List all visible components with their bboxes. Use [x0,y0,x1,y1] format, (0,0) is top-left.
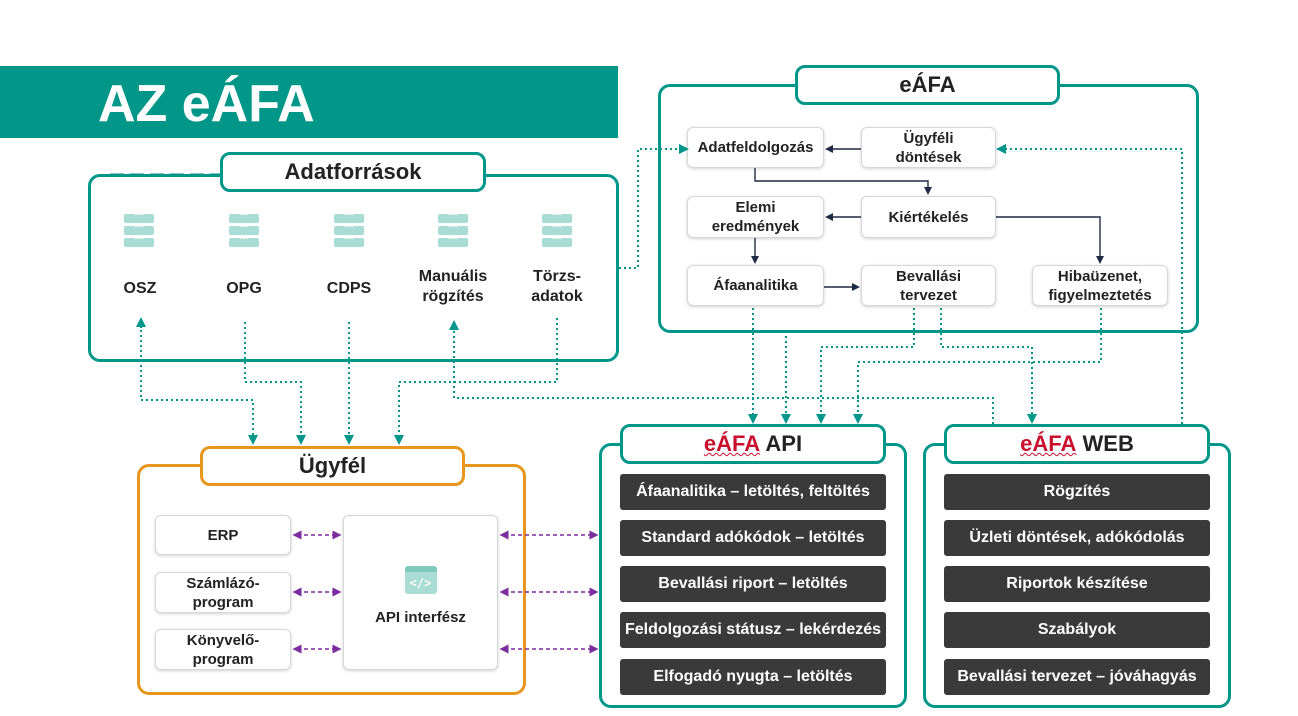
web-header: eÁFA WEB [944,424,1210,464]
database-icon [229,209,259,250]
node-elemi-eredmenyek: Elemi eredmények [687,196,824,238]
api-item: Elfogadó nyugta – letöltés [620,659,886,695]
source-torzsadatok: Törzs- adatok [531,268,583,305]
client-erp: ERP [155,515,291,555]
connector [996,216,1104,264]
sources-header: Adatforrások [220,152,486,192]
connector [754,168,932,195]
database-icon [124,209,154,250]
web-item: Szabályok [944,612,1210,648]
database-icon [542,209,572,250]
web-item: Riportok készítése [944,566,1210,602]
source-cdps: CDPS [326,280,372,297]
api-header-suffix: API [760,431,803,456]
connector [449,320,994,424]
page-title: AZ eÁFA [98,75,315,133]
sources-panel [88,174,619,362]
node-hibauzenet: Hibaüzenet, figyelmeztetés [1032,265,1168,306]
api-item: Feldolgozási státusz – lekérdezés [620,612,886,648]
api-header-main: eÁFA [703,431,761,456]
api-interface-label: API interfész [375,609,466,626]
api-header: eÁFA API [620,424,886,464]
node-kiertekeles: Kiértékelés [861,196,996,238]
source-opg: OPG [226,280,262,297]
client-konyvelo: Könyvelő- program [155,629,291,670]
connector [244,322,306,445]
connector [140,330,258,445]
connector [996,144,1183,424]
web-item: Rögzítés [944,474,1210,510]
web-item: Bevallási tervezet – jóváhagyás [944,659,1210,695]
source-osz: OSZ [123,280,157,297]
web-item: Üzleti döntések, adókódolás [944,520,1210,556]
client-szamlazo: Számlázó- program [155,572,291,613]
web-header-suffix: WEB [1076,431,1134,456]
connector [394,318,558,445]
code-window-icon: </> [404,566,437,594]
node-adatfeldolgozas: Adatfeldolgozás [687,127,824,168]
connector [619,144,689,269]
api-interface-box: </> API interfész [343,515,498,670]
node-bevallasi-tervezet: Bevallási tervezet [861,265,996,306]
api-item: Bevallási riport – letöltés [620,566,886,602]
connector [816,308,915,424]
api-item: Standard adókódok – letöltés [620,520,886,556]
node-ugyfeli-dontesek: Ügyféli döntések [861,127,996,168]
title-banner [0,66,618,138]
web-header-main: eÁFA [1020,431,1077,456]
source-manualis: Manuális rögzítés [418,268,488,305]
connector [940,308,1037,424]
eafa-header: eÁFA [795,65,1060,105]
api-item: Áfaanalitika – letöltés, feltöltés [620,474,886,510]
node-afaanalitika: Áfaanalitika [687,265,824,306]
connector [853,308,1102,424]
database-icon [438,209,468,250]
ugyfel-header: Ügyfél [200,446,465,486]
database-icon [334,209,364,250]
